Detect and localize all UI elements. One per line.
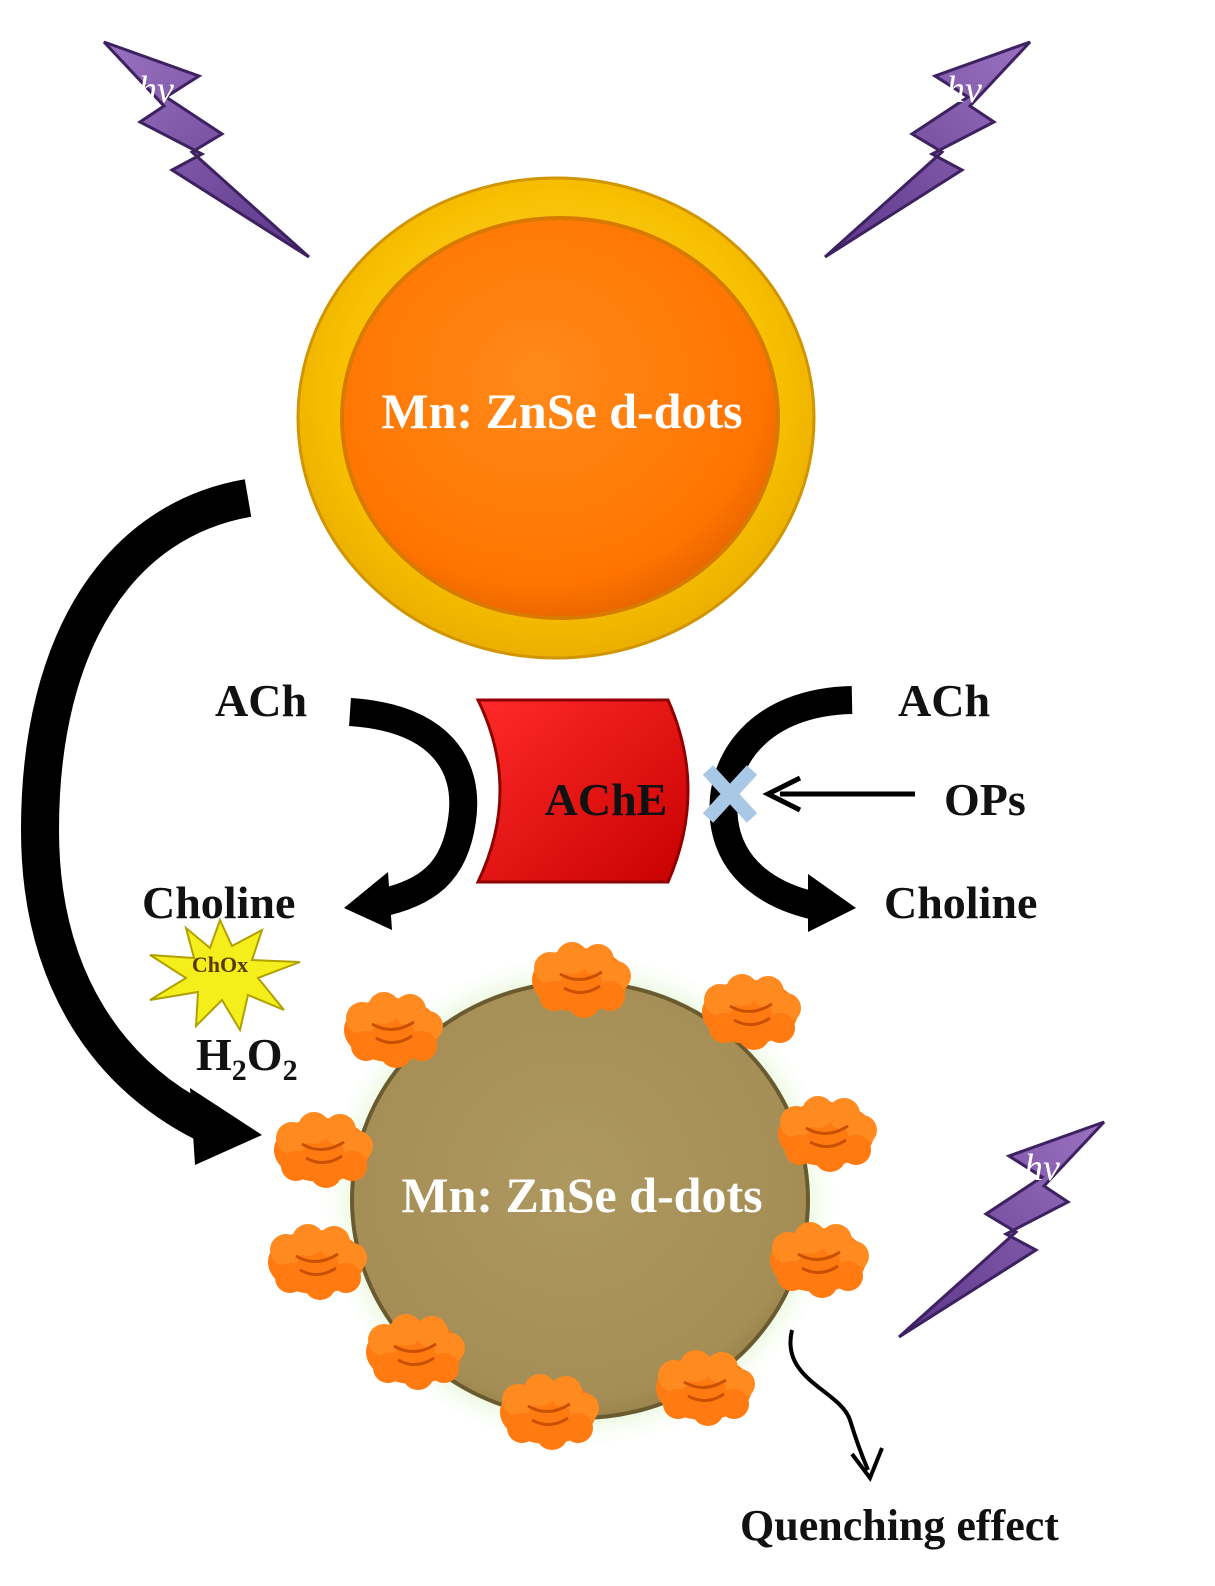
chox-label: ChOx: [192, 952, 248, 977]
ops-label: OPs: [944, 774, 1026, 825]
left-choline-label: Choline: [142, 877, 295, 928]
ache-label: AChE: [545, 774, 668, 825]
left-long-arrow: [20, 479, 262, 1165]
bottom-d-dot: Mn: ZnSe d-dots: [318, 948, 842, 1452]
ops-inhibition-arrow: [762, 775, 915, 813]
chox-star: ChOx: [149, 917, 301, 1033]
top-dot-label: Mn: ZnSe d-dots: [381, 383, 742, 439]
right-reaction-arrow: [709, 686, 856, 932]
hv-label-bottom-right: hv: [1024, 1147, 1060, 1189]
light-bolt-top-right: [823, 40, 1032, 259]
right-ach-label: ACh: [898, 675, 990, 726]
h2o2-label: H2O2: [196, 1029, 298, 1087]
hv-label-top-left: hv: [138, 69, 174, 111]
molecule-blob: [776, 1094, 879, 1174]
molecule-blob: [768, 1220, 871, 1300]
light-bolt-top-left: hv: [102, 40, 311, 259]
inhibition-x-icon: [702, 765, 758, 823]
top-d-dot: Mn: ZnSe d-dots: [296, 176, 816, 660]
left-ach-label: ACh: [215, 675, 307, 726]
quenching-arrow: [788, 1329, 884, 1483]
molecule-blob: [700, 972, 803, 1052]
right-choline-label: Choline: [884, 877, 1037, 928]
ache-enzyme: AChE: [475, 698, 690, 884]
light-bolt-bottom-right: [897, 1120, 1106, 1339]
bottom-dot-label: Mn: ZnSe d-dots: [401, 1167, 762, 1223]
left-reaction-arrow: [344, 698, 478, 930]
hv-label-top-right: hv: [946, 69, 982, 111]
quenching-effect-label: Quenching effect: [740, 1501, 1059, 1550]
